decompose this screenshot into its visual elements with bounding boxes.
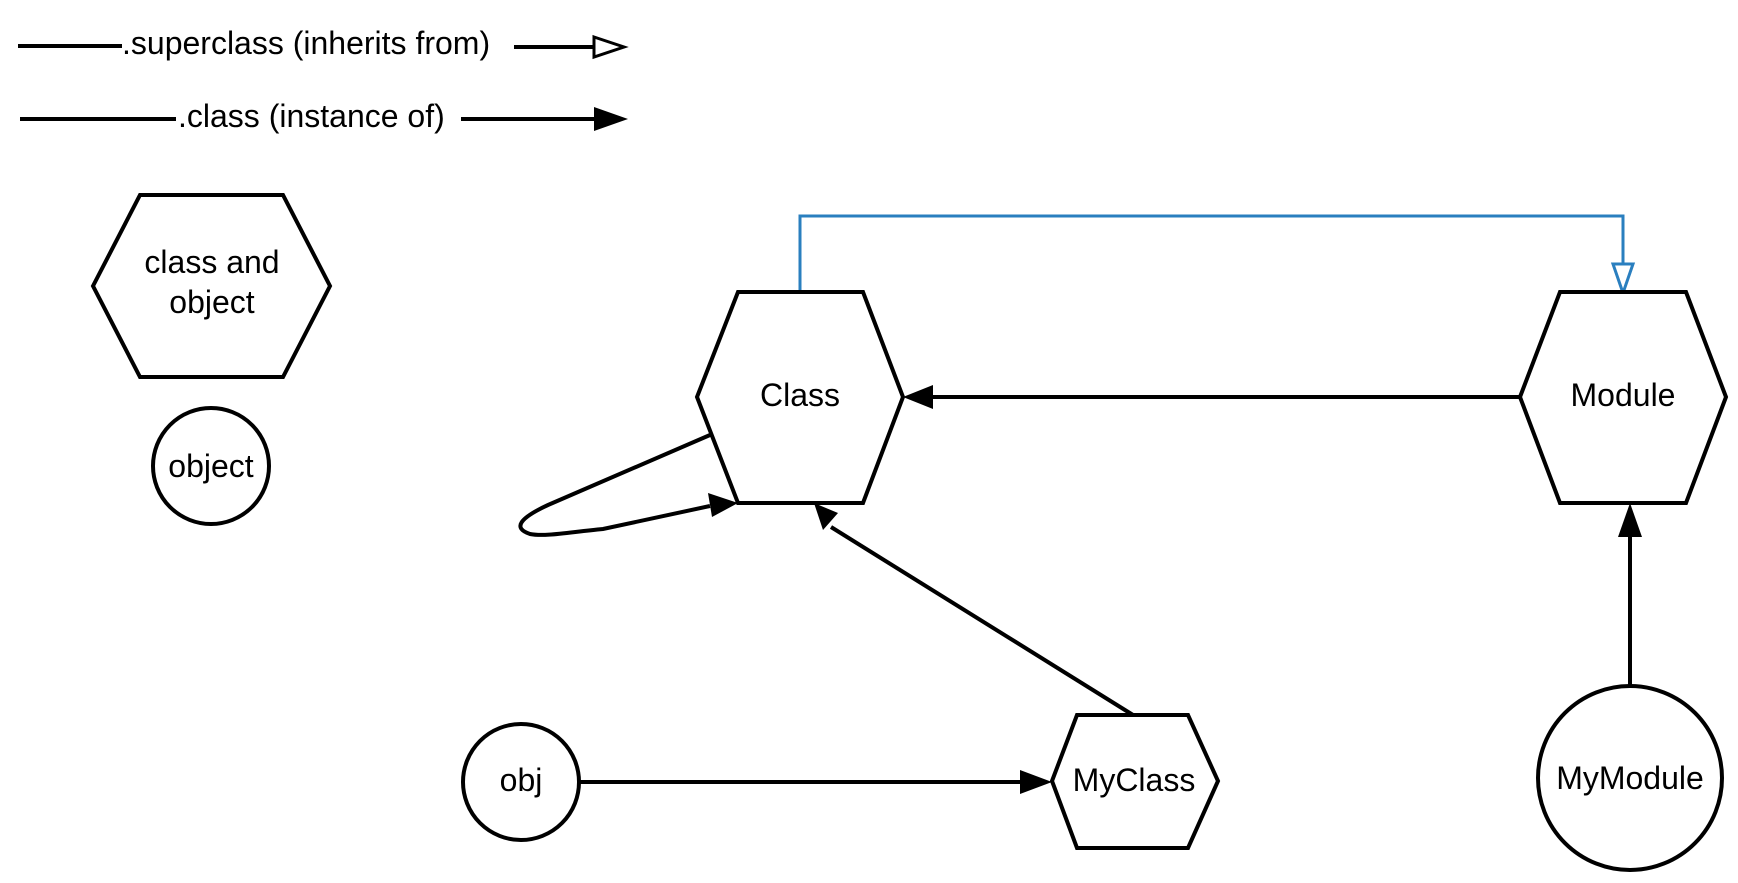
edge-myclass-class-of-class — [829, 525, 1135, 717]
filled-arrowhead-icon — [1020, 770, 1052, 794]
legend-superclass-entry: .superclass (inherits from) — [18, 25, 629, 61]
legend: .superclass (inherits from) .class (inst… — [18, 25, 629, 526]
hollow-arrowhead-icon — [592, 34, 629, 60]
hexagon-icon — [1049, 713, 1221, 850]
node-mymodule[interactable]: MyModule — [1536, 684, 1724, 872]
legend-hexagon-label-line2: object — [169, 284, 255, 320]
edges — [518, 214, 1642, 794]
node-myclass-label: MyClass — [1073, 762, 1196, 798]
node-module[interactable]: Module — [1517, 290, 1729, 505]
legend-superclass-label: .superclass (inherits from) — [122, 25, 490, 61]
node-mymodule-label: MyModule — [1556, 760, 1704, 796]
edge-class-superclass-module — [798, 214, 1625, 292]
filled-arrowhead-icon — [594, 107, 628, 131]
circle-icon — [151, 406, 271, 526]
node-class[interactable]: Class — [694, 290, 906, 505]
legend-hexagon-label-line1: class and — [144, 244, 279, 280]
circle-icon — [1536, 684, 1724, 872]
filled-arrowhead-icon — [708, 493, 738, 517]
circle-icon — [461, 722, 581, 842]
node-class-label: Class — [760, 377, 840, 413]
node-module-label: Module — [1571, 377, 1676, 413]
filled-arrowhead-icon — [1618, 503, 1642, 537]
filled-arrowhead-icon — [814, 503, 838, 530]
hexagon-icon — [90, 193, 333, 379]
legend-circle-shape: object — [151, 406, 271, 526]
legend-hexagon-shape: class and object — [90, 193, 333, 379]
filled-arrowhead-icon — [903, 385, 933, 409]
node-obj-label: obj — [500, 762, 543, 798]
legend-class-entry: .class (instance of) — [20, 98, 628, 134]
edge-class-self-loop — [518, 433, 711, 537]
hollow-arrowhead-icon — [1610, 262, 1636, 298]
hexagon-icon — [694, 290, 906, 505]
node-myclass[interactable]: MyClass — [1049, 713, 1221, 850]
hexagon-icon — [1517, 290, 1729, 505]
node-obj[interactable]: obj — [461, 722, 581, 842]
legend-circle-label: object — [168, 448, 254, 484]
legend-class-label: .class (instance of) — [178, 98, 445, 134]
